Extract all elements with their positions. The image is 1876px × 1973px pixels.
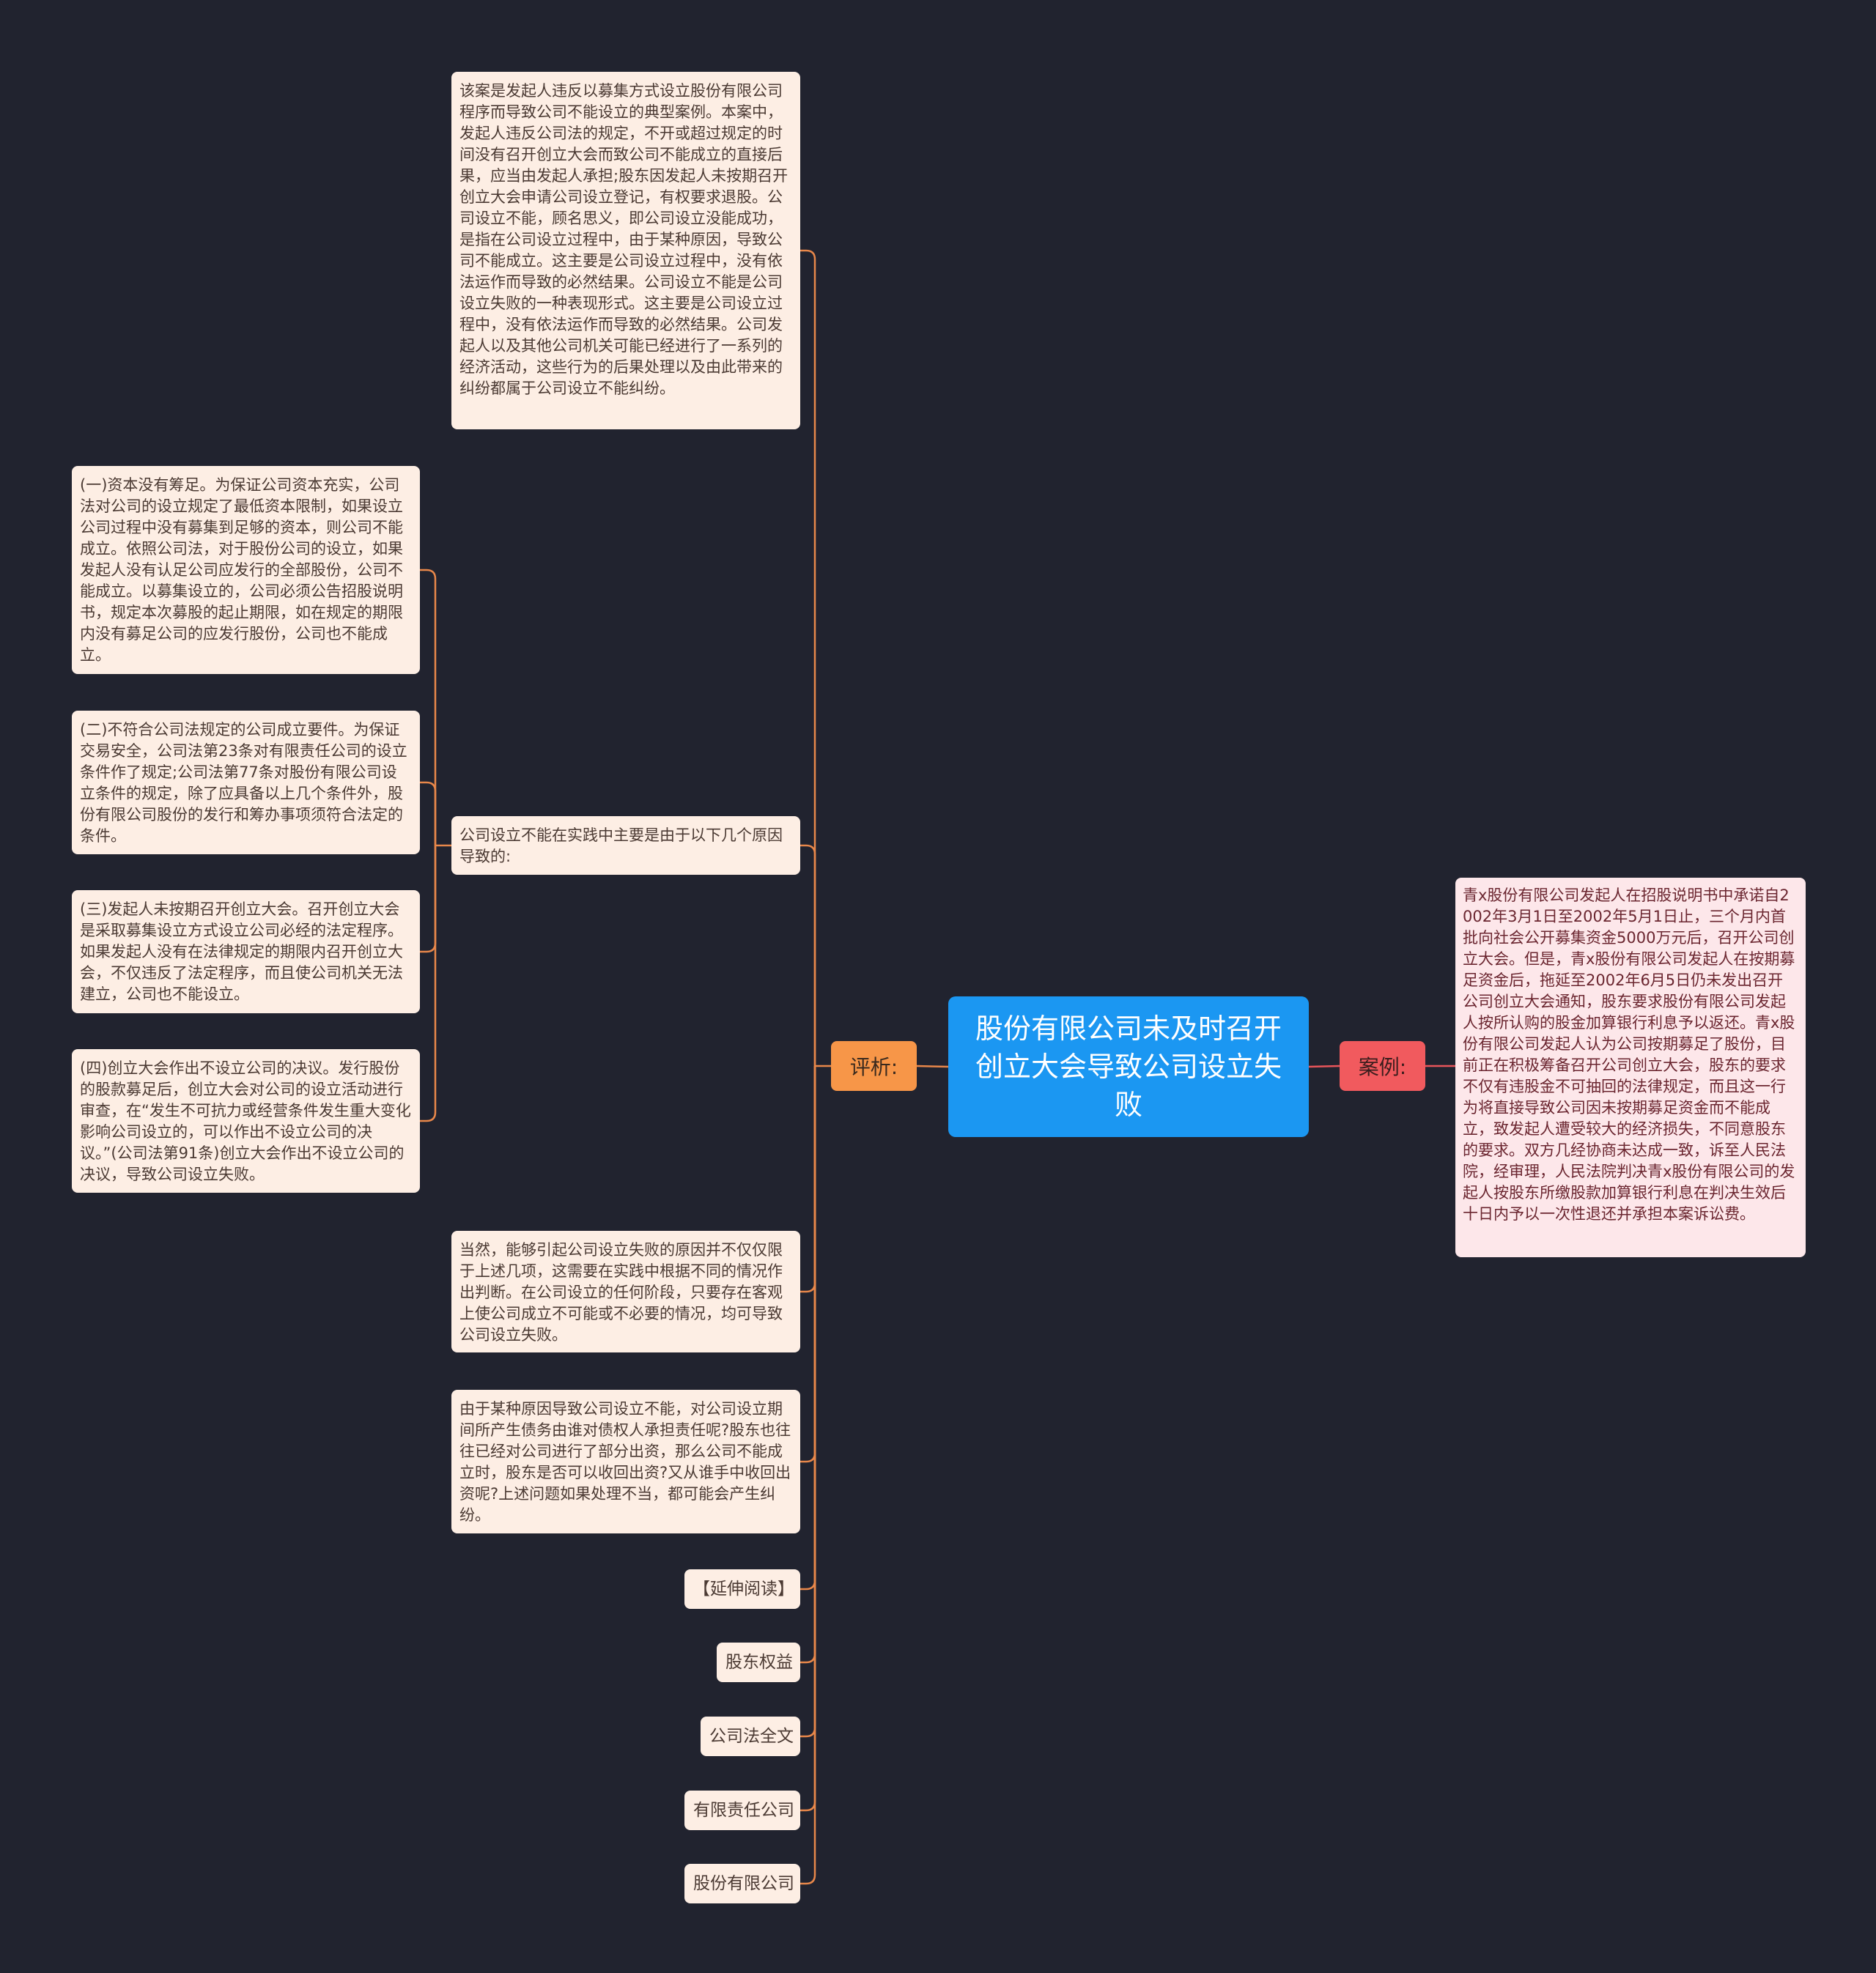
case-branch-node[interactable]: 案例: (1340, 1041, 1425, 1091)
other-causes-node[interactable]: 当然，能够引起公司设立失败的原因并不仅仅限于上述几项，这需要在实践中根据不同的情… (451, 1231, 800, 1352)
reasons-children-link-1 (420, 781, 437, 845)
reasons-children-link-3 (420, 845, 437, 1122)
liability-question-node[interactable]: 由于某种原因导致公司设立不能，对公司设立期间所产生债务由谁对债权人承担责任呢?股… (451, 1390, 800, 1533)
reason-1-node[interactable]: (一)资本没有筹足。为保证公司资本充实，公司法对公司的设立规定了最低资本限制，如… (72, 466, 420, 674)
analysis-children-link-6 (800, 1066, 816, 1738)
tag-extended-reading[interactable]: 【延伸阅读】 (684, 1569, 800, 1609)
reason-3-node[interactable]: (三)发起人未按期召开创立大会。召开创立大会是采取募集设立方式设立公司必经的法定… (72, 890, 420, 1013)
reasons-children-link-0 (420, 569, 437, 845)
analysis-children-link-7 (800, 1066, 816, 1812)
reason-2-node[interactable]: (二)不符合公司法规定的公司成立要件。为保证交易安全，公司法第23条对有限责任公… (72, 711, 420, 854)
reasons-heading-node[interactable]: 公司设立不能在实践中主要是由于以下几个原因导致的: (451, 816, 800, 875)
analysis-intro-node[interactable]: 该案是发起人违反以募集方式设立股份有限公司程序而导致公司不能设立的典型案例。本案… (451, 72, 800, 429)
case-detail-node[interactable]: 青x股份有限公司发起人在招股说明书中承诺自2002年3月1日至2002年5月1日… (1455, 878, 1806, 1257)
reason-4-node[interactable]: (四)创立大会作出不设立公司的决议。发行股份的股款募足后，创立大会对公司的设立活… (72, 1049, 420, 1193)
tag-company-law-full-text[interactable]: 公司法全文 (701, 1717, 800, 1756)
root-to-analysis-line (916, 1065, 949, 1068)
tag-joint-stock-company[interactable]: 股份有限公司 (684, 1864, 800, 1903)
analysis-children-link-2 (800, 1066, 816, 1293)
analysis-children-link-8 (800, 1066, 816, 1885)
analysis-children-link-4 (800, 1066, 816, 1591)
tag-limited-liability-company[interactable]: 有限责任公司 (684, 1791, 800, 1830)
analysis-children-link-5 (800, 1066, 816, 1664)
reasons-children-link-2 (420, 845, 437, 953)
analysis-children-link-1 (800, 844, 816, 1066)
analysis-branch-node[interactable]: 评析: (831, 1041, 917, 1091)
root-topic-node[interactable]: 股份有限公司未及时召开创立大会导致公司设立失败 (948, 996, 1309, 1137)
tag-shareholder-rights[interactable]: 股东权益 (717, 1643, 800, 1682)
analysis-children-link-0 (800, 249, 816, 1066)
root-to-case-line (1308, 1065, 1340, 1068)
analysis-children-link-3 (800, 1066, 816, 1463)
